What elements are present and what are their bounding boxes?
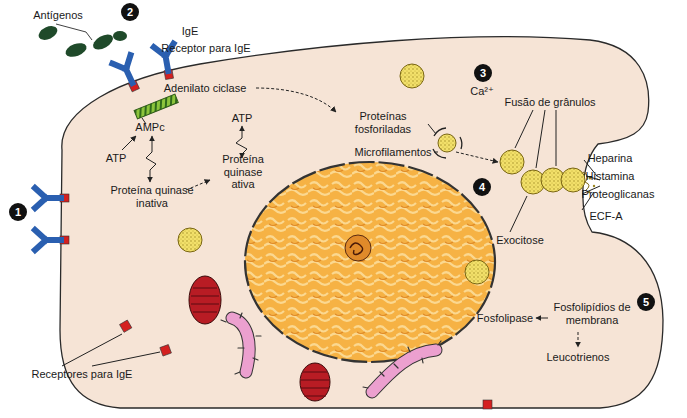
mitochondria (189, 276, 330, 401)
mediator-label: Leucotrienos (547, 351, 610, 364)
molecule-label: ATP (232, 112, 253, 125)
mediator-label: Histamina (586, 170, 635, 183)
callout-text: 4 (479, 181, 485, 193)
molecule-label: ATP (106, 152, 127, 165)
ige-receptors-left (35, 188, 69, 250)
mediator-label: Heparina (588, 152, 633, 165)
callout-number: 1 (9, 203, 27, 221)
mediator-label: ECF-A (590, 210, 623, 223)
callout-number: 3 (474, 64, 492, 82)
callout-number: 5 (637, 293, 655, 311)
secretory-granules (178, 64, 595, 284)
callout-number: 2 (121, 3, 139, 21)
enzyme-label: Proteína quinase inativa (109, 184, 195, 209)
cell-membrane (60, 37, 663, 408)
process-label: Fusão de grânulos (504, 96, 595, 109)
callout-text: 3 (480, 67, 486, 79)
ion-label: Ca²⁺ (470, 85, 494, 98)
ige-receptors-bottom (120, 320, 492, 409)
crosslinked-ige (36, 23, 179, 94)
enzyme-label: Adenilato ciclase (164, 82, 247, 95)
molecule-label: AMPc (135, 121, 164, 134)
enzyme-label: Proteína quinase ativa (212, 153, 274, 191)
enzyme-label: Fosfolipase (477, 312, 533, 325)
receptor-label: Receptor para IgE (161, 42, 250, 55)
callout-text: 2 (127, 6, 133, 18)
nucleus (245, 162, 495, 362)
callout-number: 4 (473, 178, 491, 196)
protein-label: Proteínas fosforiladas (337, 110, 429, 135)
endoplasmic-reticulum (221, 313, 441, 392)
pathway-arrows (62, 88, 600, 366)
receptor-label: Receptores para IgE (32, 368, 133, 381)
structure-label: Microfilamentos (354, 146, 431, 159)
mediator-label: Proteoglicanas (582, 188, 655, 201)
structure-label: Fosfolipídios de membrana (552, 301, 632, 326)
microfilament-granule (433, 128, 462, 158)
antibody-label: IgE (182, 25, 199, 38)
callout-text: 5 (643, 296, 649, 308)
adenylate-cyclase (134, 94, 178, 119)
process-label: Exocitose (496, 234, 544, 247)
callout-text: 1 (15, 206, 21, 218)
antigen-label: Antígenos (33, 9, 83, 22)
